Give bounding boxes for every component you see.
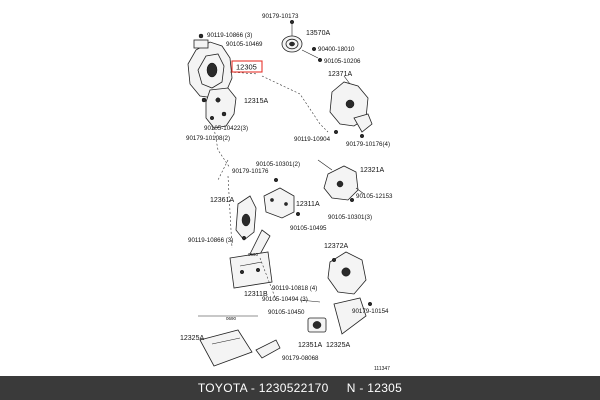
label-12321A: 12321A xyxy=(360,167,384,174)
bracket-12351A-drawing xyxy=(307,317,327,333)
label-90179-10176-mid: 90179-10176 xyxy=(232,168,269,175)
label-12305-highlighted[interactable]: 12305 xyxy=(236,63,257,72)
bracket-12325A-left-drawing xyxy=(199,329,281,367)
label-90105-10301-top: 90105-10301(2) xyxy=(256,161,300,168)
label-90105-12153: 90105-12153 xyxy=(356,193,393,200)
label-90105-10206: 90105-10206 xyxy=(324,58,361,65)
small-mark-left: 0690 xyxy=(226,316,237,321)
label-90105-10494: 90105-10494 (3) xyxy=(262,296,308,303)
label-90179-10108: 90179-10108(2) xyxy=(186,135,230,142)
bracket-12321A-drawing xyxy=(323,165,365,203)
mount-12361A-drawing xyxy=(235,195,257,241)
label-90119-10818: 90119-10818 (4) xyxy=(272,285,317,292)
idler-pulley-13570A-drawing xyxy=(281,19,323,63)
label-90400-18010: 90400-18010 xyxy=(318,46,355,53)
engine-mount-exploded-diagram: 90179-10173 13570A 90119-10866 (3) 90105… xyxy=(180,13,393,372)
figure-code: 111347 xyxy=(374,366,390,372)
label-13570A: 13570A xyxy=(306,30,330,37)
engine-mount-12305-drawing xyxy=(187,33,233,99)
footer-text: TOYOTA - 1230522170 N - 12305 xyxy=(197,381,403,395)
bracket-12325A-right-drawing xyxy=(333,297,373,335)
label-12371A: 12371A xyxy=(328,71,352,78)
highlighted-part-box xyxy=(231,60,263,73)
label-90105-10422: 90105-10422(3) xyxy=(204,125,248,132)
bracket-12311A-drawing xyxy=(263,177,301,219)
label-12315A: 12315A xyxy=(244,98,268,105)
small-mark-top: 0690 xyxy=(248,252,259,257)
bracket-12315A-drawing xyxy=(201,87,237,129)
label-90119-10866-top: 90119-10866 (3) xyxy=(207,32,252,39)
label-90179-10173: 90179-10173 xyxy=(262,13,299,20)
label-90179-10154: 90179-10154 xyxy=(352,308,389,315)
label-90105-10495: 90105-10495 xyxy=(290,225,327,232)
label-12361A: 12361A xyxy=(210,197,234,204)
label-12325A-left: 12325A xyxy=(180,335,204,342)
part-number-footer: TOYOTA - 1230522170 N - 12305 xyxy=(0,376,600,400)
label-12311B: 12311B xyxy=(244,291,268,298)
label-90105-10469: 90105-10469 xyxy=(226,41,263,48)
label-90105-10301-right: 90105-10301(3) xyxy=(328,214,372,221)
label-90119-10904: 90119-10904 xyxy=(294,136,331,143)
label-12372A: 12372A xyxy=(324,243,348,250)
label-90119-10866-left: 90119-10866 (3) xyxy=(188,237,233,244)
label-90105-10450: 90105-10450 xyxy=(268,309,305,316)
mount-12372A-drawing xyxy=(327,251,367,295)
rear-mount-12371A-drawing xyxy=(329,75,373,139)
bracket-12311B-drawing xyxy=(229,251,273,289)
label-90179-08068: 90179-08068 xyxy=(282,355,319,362)
label-12351A: 12351A xyxy=(298,342,322,349)
label-90179-10176-right: 90179-10176(4) xyxy=(346,141,390,148)
label-12325A-right: 12325A xyxy=(326,342,350,349)
label-12311A: 12311A xyxy=(296,201,320,208)
